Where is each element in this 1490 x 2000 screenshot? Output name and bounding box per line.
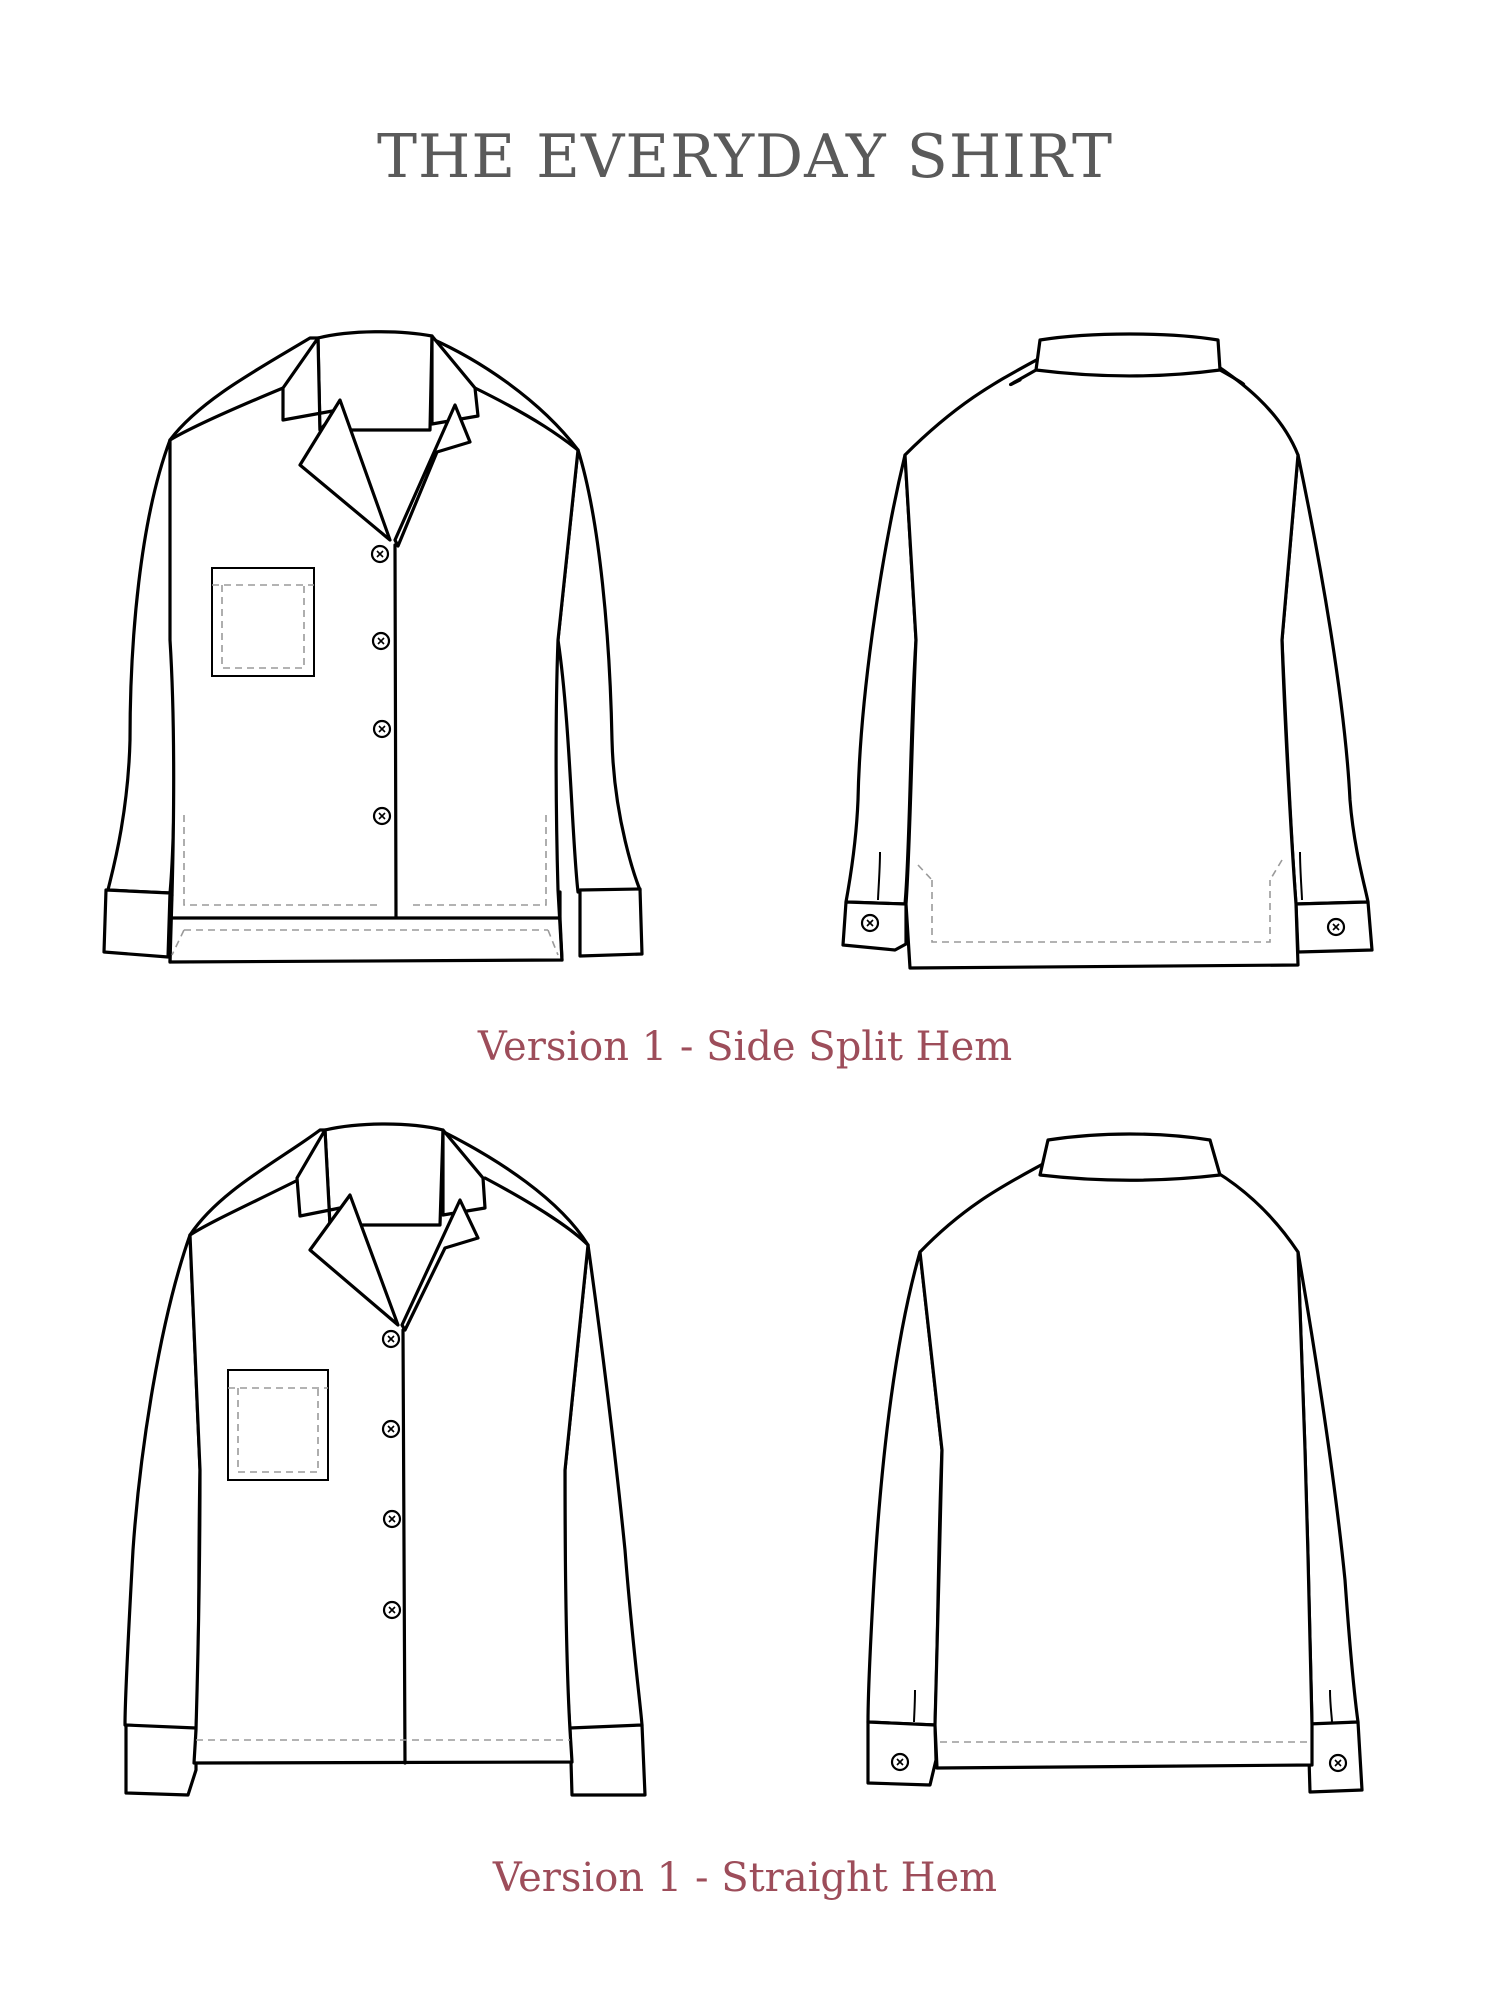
s-back-collar xyxy=(1038,1132,1222,1182)
s-right-cuff xyxy=(568,1723,647,1797)
s-left-lapel xyxy=(308,1193,400,1327)
front-body xyxy=(168,336,580,964)
left-lapel xyxy=(298,398,392,542)
s-right-collar xyxy=(441,1128,487,1217)
right-lapel xyxy=(393,403,472,548)
front-straight-hem-drawing xyxy=(123,1122,647,1797)
left-collar xyxy=(281,336,340,432)
s-left-cuff xyxy=(124,1723,198,1797)
caption-straight-hem: Version 1 - Straight Hem xyxy=(492,1855,998,1901)
back-body xyxy=(903,356,1300,970)
back-right-sleeve xyxy=(1280,453,1370,906)
s-back-body xyxy=(918,1158,1314,1770)
pocket xyxy=(211,567,315,677)
caption-side-split-hem: Version 1 - Side Split Hem xyxy=(477,1024,1013,1070)
s-pocket xyxy=(227,1369,329,1481)
left-sleeve xyxy=(106,438,180,895)
back-straight-hem-drawing xyxy=(866,1132,1364,1794)
left-cuff xyxy=(102,888,172,959)
s-left-collar xyxy=(295,1128,347,1227)
back-collar xyxy=(1034,332,1222,378)
s-left-sleeve xyxy=(123,1233,202,1732)
page-title: THE EVERYDAY SHIRT xyxy=(376,122,1114,192)
right-collar xyxy=(430,334,480,426)
front-side-split-hem-drawing xyxy=(102,330,644,964)
placket xyxy=(393,543,398,919)
s-placket xyxy=(401,1328,407,1765)
right-cuff xyxy=(578,887,644,958)
s-front-body xyxy=(188,1128,590,1765)
right-sleeve xyxy=(556,448,642,894)
back-left-sleeve xyxy=(844,453,918,906)
back-side-split-hem-drawing xyxy=(841,332,1374,970)
s-right-lapel xyxy=(400,1198,480,1332)
